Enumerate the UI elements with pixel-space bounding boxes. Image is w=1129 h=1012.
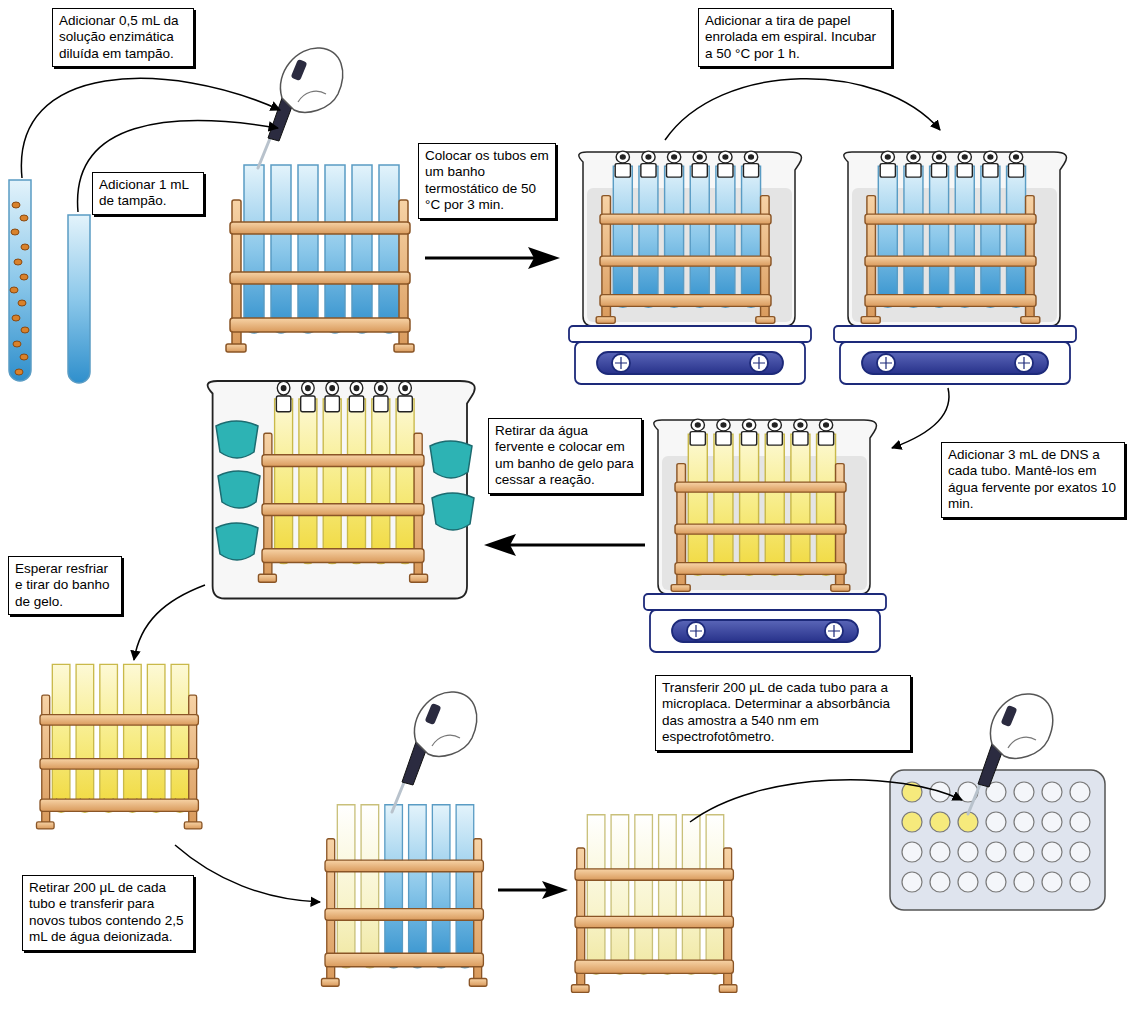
microplate xyxy=(890,770,1105,910)
boiling-bath xyxy=(644,419,886,652)
step-text: Adicionar 3 mL de DNS a cada tubo. Mantê… xyxy=(948,447,1118,513)
step-box: Adicionar 3 mL de DNS a cada tubo. Mantê… xyxy=(941,442,1125,518)
step-text: Retirar da água fervente e colocar em um… xyxy=(495,423,635,489)
step-box: Esperar resfriar e tirar do banho de gel… xyxy=(8,556,122,615)
step-text: Adicionar 0,5 mL da solução enzimática d… xyxy=(59,13,187,62)
pipette-hand xyxy=(968,694,1053,814)
step-box: Adicionar 1 mL de tampão. xyxy=(92,172,204,215)
step-box: Retirar 200 μL de cada tubo e transferir… xyxy=(22,875,194,951)
tube-rack xyxy=(226,165,414,352)
step-box: Colocar os tubos em um banho termostátic… xyxy=(418,143,556,219)
step-box: Adicionar a tira de papel enrolada em es… xyxy=(698,8,892,67)
pipette-hand xyxy=(258,48,343,168)
step-text: Adicionar a tira de papel enrolada em es… xyxy=(705,13,885,62)
pipette-hand xyxy=(392,692,477,812)
tube-rack xyxy=(571,815,736,993)
flow-arrow xyxy=(21,78,962,902)
step-box: Adicionar 0,5 mL da solução enzimática d… xyxy=(52,8,194,67)
step-text: Esperar resfriar e tirar do banho de gel… xyxy=(15,561,115,610)
step-box: Transferir 200 μL de cada tubo para a mi… xyxy=(655,675,911,751)
tube-rack xyxy=(321,805,486,986)
step-box: Retirar da água fervente e colocar em um… xyxy=(488,418,642,494)
ice-bath xyxy=(208,381,475,599)
water-bath xyxy=(569,151,811,384)
step-text: Retirar 200 μL de cada tubo e transferir… xyxy=(29,880,187,946)
buffer-tube xyxy=(68,215,90,383)
enzyme-tube xyxy=(9,180,31,381)
tube-rack xyxy=(36,664,201,829)
step-text: Adicionar 1 mL de tampão. xyxy=(99,177,197,210)
water-bath xyxy=(834,151,1076,384)
step-arrow xyxy=(425,247,645,899)
step-text: Colocar os tubos em um banho termostátic… xyxy=(425,148,549,214)
step-text: Transferir 200 μL de cada tubo para a mi… xyxy=(662,680,904,746)
